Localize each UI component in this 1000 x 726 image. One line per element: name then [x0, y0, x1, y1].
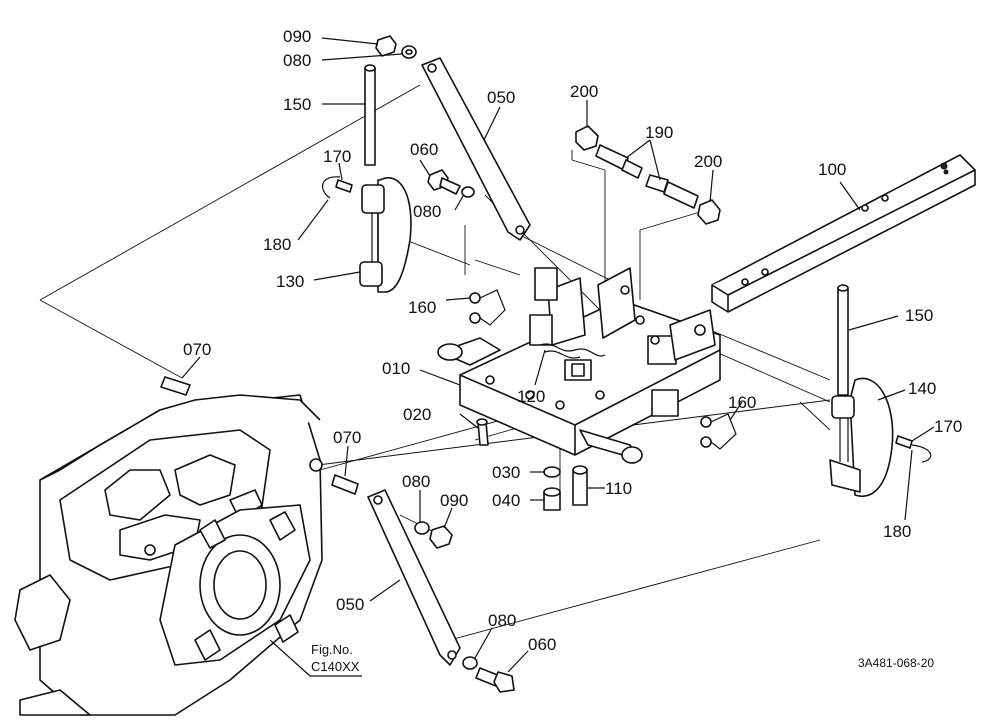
- washer-080-low: [414, 521, 430, 535]
- lever-140: [829, 377, 894, 497]
- rod-100: [711, 154, 976, 313]
- clip-170-right: [895, 435, 913, 449]
- clip-180-right: [911, 444, 932, 463]
- label-130: 130: [276, 272, 304, 291]
- fig-label-line2: C140XX: [311, 659, 360, 674]
- label-020: 020: [403, 405, 431, 424]
- label-150-right: 150: [905, 306, 933, 325]
- label-080-low: 080: [402, 472, 430, 491]
- pin-110: [572, 465, 588, 506]
- stud-070-mid: [331, 474, 359, 495]
- part-labels: 090 080 150 050 170 060 080 180 130 200 …: [183, 27, 962, 674]
- washer-080-bottom: [462, 656, 478, 670]
- leader-lines: [181, 37, 935, 677]
- label-040: 040: [492, 491, 520, 510]
- bolt-190: [595, 144, 699, 209]
- washer-080-mid: [461, 186, 475, 198]
- label-080-bottom: 080: [488, 611, 516, 630]
- clip-180-left: [322, 176, 341, 199]
- label-050-top: 050: [487, 88, 515, 107]
- spacer-200-left: [575, 125, 599, 151]
- label-080-top: 080: [283, 51, 311, 70]
- label-030: 030: [492, 463, 520, 482]
- label-150-left: 150: [283, 95, 311, 114]
- transmission-housing: [14, 394, 323, 716]
- spacer-200-right: [697, 199, 721, 225]
- spring-120: [539, 343, 606, 359]
- label-160-left: 160: [408, 298, 436, 317]
- label-110: 110: [605, 479, 632, 498]
- label-090-top: 090: [283, 27, 311, 46]
- washer-080-top: [401, 45, 417, 59]
- label-140: 140: [908, 379, 936, 398]
- label-170-right: 170: [934, 417, 962, 436]
- label-090-low: 090: [440, 491, 468, 510]
- bolt-020: [476, 418, 489, 446]
- pin-150-right: [837, 284, 849, 396]
- label-180-left: 180: [263, 235, 291, 254]
- arm-050-lower: [367, 489, 461, 666]
- pin-150-left: [364, 64, 376, 166]
- label-070-left: 070: [183, 340, 211, 359]
- label-200-right: 200: [694, 152, 722, 171]
- spring-160-left: [469, 289, 506, 326]
- label-060-top: 060: [410, 140, 438, 159]
- clip-170-left: [335, 179, 353, 193]
- bolt-060-top: [427, 169, 461, 195]
- label-080-mid: 080: [413, 202, 441, 221]
- label-010: 010: [382, 359, 410, 378]
- bracket-010: [437, 267, 721, 464]
- label-180-right: 180: [883, 522, 911, 541]
- collar-040: [543, 487, 561, 511]
- lever-130: [359, 177, 412, 293]
- washer-030: [543, 466, 561, 478]
- label-070-mid: 070: [333, 428, 361, 447]
- nut-090-top: [375, 35, 397, 57]
- label-120: 120: [517, 387, 545, 406]
- label-050-low: 050: [336, 595, 364, 614]
- arm-050-upper: [421, 57, 531, 241]
- nut-090-low: [429, 525, 453, 549]
- label-190: 190: [645, 123, 673, 142]
- spring-160-right: [700, 413, 737, 450]
- drawing-code: 3A481-068-20: [858, 656, 934, 670]
- label-170-left: 170: [323, 147, 351, 166]
- label-060-bottom: 060: [528, 635, 556, 654]
- bolt-060-bottom: [475, 667, 515, 693]
- stud-070-left: [160, 376, 191, 396]
- label-100: 100: [818, 160, 846, 179]
- label-160-right: 160: [728, 393, 756, 412]
- fig-label-line1: Fig.No.: [311, 642, 353, 657]
- label-200-left: 200: [570, 82, 598, 101]
